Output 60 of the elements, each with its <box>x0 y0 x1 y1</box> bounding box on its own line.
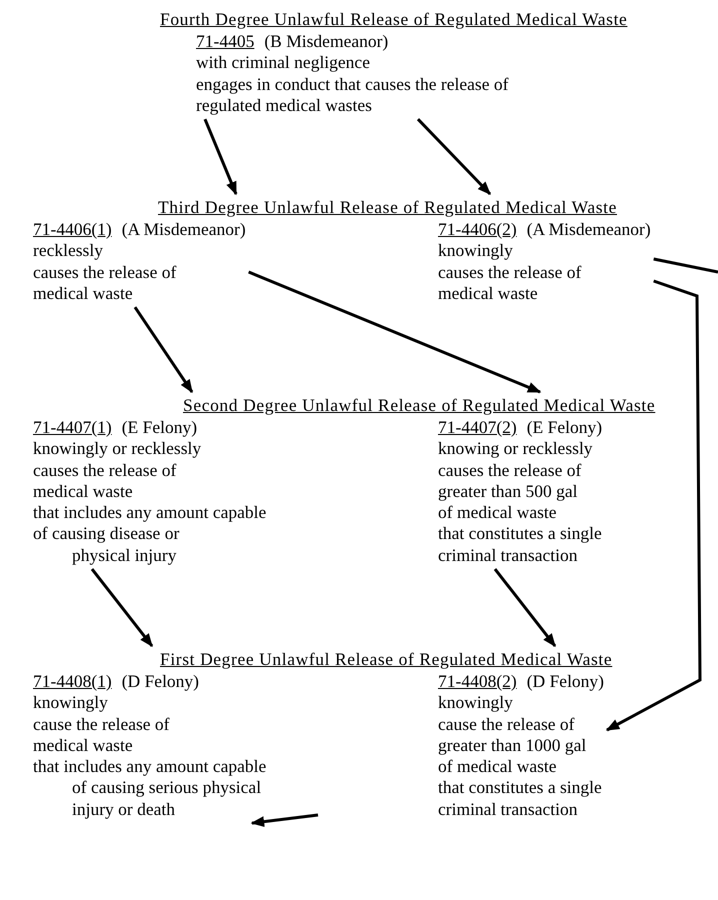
statute-number: 71-4406(1) <box>33 219 112 239</box>
arrow <box>134 306 194 394</box>
element-text: greater than 1000 gal <box>438 734 586 756</box>
element-text: medical waste <box>33 734 133 756</box>
arrow <box>606 280 702 732</box>
arrow <box>204 118 238 196</box>
element-text: that includes any amount capable <box>33 502 266 524</box>
element-text: knowingly or recklessly <box>33 438 202 460</box>
element-text: that constitutes a single <box>438 777 602 799</box>
element-text: of medical waste <box>438 756 557 778</box>
statute-number: 71-4408(1) <box>33 671 112 691</box>
section-heading: Fourth Degree Unlawful Release of Regulated Medical Waste <box>160 9 628 30</box>
element-text: knowingly <box>438 692 513 714</box>
arrow <box>90 568 154 648</box>
statute-number: 71-4407(1) <box>33 417 112 437</box>
offense-class: (D Felony) <box>526 671 604 691</box>
element-text: cause the release of <box>438 714 575 735</box>
element-text: knowing or recklessly <box>438 438 593 460</box>
statute-number: 71-4408(2) <box>438 671 517 691</box>
offense-class: (D Felony) <box>122 671 200 691</box>
element-text: medical waste <box>33 282 133 304</box>
element-text: with criminal negligence <box>196 52 370 74</box>
offense-class: (E Felony) <box>526 417 602 437</box>
element-text: causes the release of <box>33 460 176 481</box>
section-heading: Third Degree Unlawful Release of Regulated Medical Waste <box>158 197 617 218</box>
element-text: recklessly <box>33 240 103 262</box>
element-text: that includes any amount capable <box>33 756 266 778</box>
section-heading: Second Degree Unlawful Release of Regulated Medical Waste <box>183 395 656 416</box>
statute-number: 71-4405 <box>196 31 254 51</box>
element-text: of medical waste <box>438 502 557 524</box>
element-text: regulated medical wastes <box>196 94 372 116</box>
section-heading: First Degree Unlawful Release of Regulated Medical Waste <box>160 649 612 670</box>
element-text: that constitutes a single <box>438 523 602 545</box>
arrow <box>248 270 542 394</box>
element-text: greater than 500 gal <box>438 480 578 502</box>
element-text: of causing serious physical <box>72 777 262 799</box>
element-text: physical injury <box>72 544 176 566</box>
element-text: injury or death <box>72 798 176 820</box>
statute-number: 71-4406(2) <box>438 219 517 239</box>
element-text: engages in conduct that causes the release of <box>196 74 508 95</box>
element-text: knowingly <box>33 692 108 714</box>
element-text: criminal transaction <box>438 798 578 820</box>
arrow <box>250 814 318 827</box>
element-text: causes the release of <box>33 262 176 283</box>
element-text: of causing disease or <box>33 523 180 545</box>
element-text: causes the release of <box>438 262 582 283</box>
arrow <box>494 568 556 648</box>
element-text: medical waste <box>438 282 538 304</box>
connector-line <box>653 258 718 274</box>
element-text: cause the release of <box>33 714 170 735</box>
offense-class: (E Felony) <box>122 417 198 437</box>
element-text: criminal transaction <box>438 544 578 566</box>
offense-class: (B Misdemeanor) <box>264 31 388 51</box>
element-text: medical waste <box>33 480 133 502</box>
statute-number: 71-4407(2) <box>438 417 517 437</box>
offense-class: (A Misdemeanor) <box>526 219 651 239</box>
element-text: causes the release of <box>438 460 582 481</box>
offense-class: (A Misdemeanor) <box>122 219 246 239</box>
element-text: knowingly <box>438 240 513 262</box>
arrow <box>416 118 492 196</box>
